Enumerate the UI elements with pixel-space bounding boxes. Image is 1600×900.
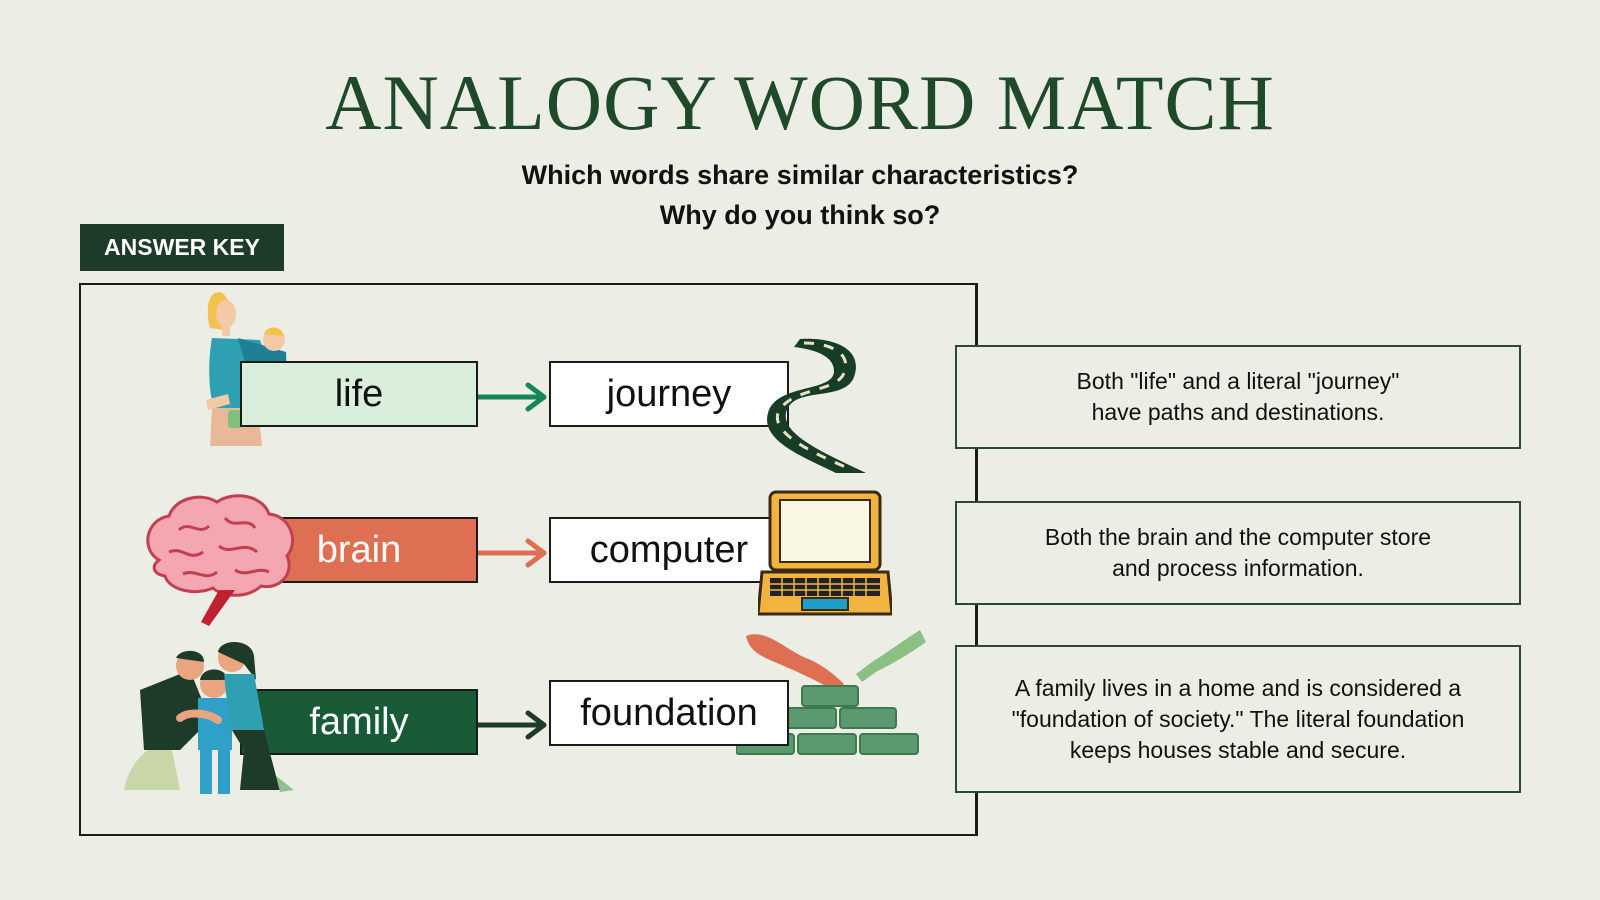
explanation-text-3: A family lives in a home and is consider… — [1011, 674, 1465, 763]
panel-border-segment — [976, 605, 978, 645]
explanation-box-3: A family lives in a home and is consider… — [955, 645, 1521, 793]
word-computer: computer — [549, 517, 789, 583]
road-icon — [767, 338, 866, 473]
instructions-line-2: Why do you think so? — [659, 200, 941, 230]
arrow-right-icon — [478, 710, 547, 740]
instructions-line-1: Which words share similar characteristic… — [521, 160, 1079, 190]
family-hug-icon — [124, 641, 294, 794]
arrow-right-icon — [478, 538, 547, 568]
word-foundation: foundation — [549, 680, 789, 746]
brain-icon — [146, 494, 295, 626]
word-journey: journey — [549, 361, 789, 427]
word-family-label: family — [309, 700, 409, 743]
answer-key-badge: ANSWER KEY — [80, 224, 284, 271]
word-life-label: life — [334, 372, 384, 415]
page-title: ANALOGY WORD MATCH — [325, 59, 1275, 146]
instructions: Which words share similar characteristic… — [0, 155, 1600, 235]
laptop-icon — [758, 490, 892, 616]
explanation-text-2: Both the brain and the computer store an… — [1044, 524, 1432, 581]
explanation-text-1: Both "life" and a literal "journey" have… — [1076, 368, 1400, 425]
word-journey-label: journey — [606, 372, 732, 415]
panel-border-segment — [976, 791, 978, 836]
word-foundation-label: foundation — [580, 691, 758, 734]
word-life: life — [240, 361, 478, 427]
panel-border-segment — [976, 283, 978, 345]
brick-foundation-icon — [736, 630, 926, 755]
explanation-box-1: Both "life" and a literal "journey" have… — [955, 345, 1521, 449]
word-family: family — [240, 689, 478, 755]
panel-border-segment — [976, 449, 978, 501]
explanation-box-2: Both the brain and the computer store an… — [955, 501, 1521, 605]
word-brain-label: brain — [316, 528, 402, 571]
word-computer-label: computer — [589, 528, 749, 571]
arrow-right-icon — [478, 382, 547, 412]
